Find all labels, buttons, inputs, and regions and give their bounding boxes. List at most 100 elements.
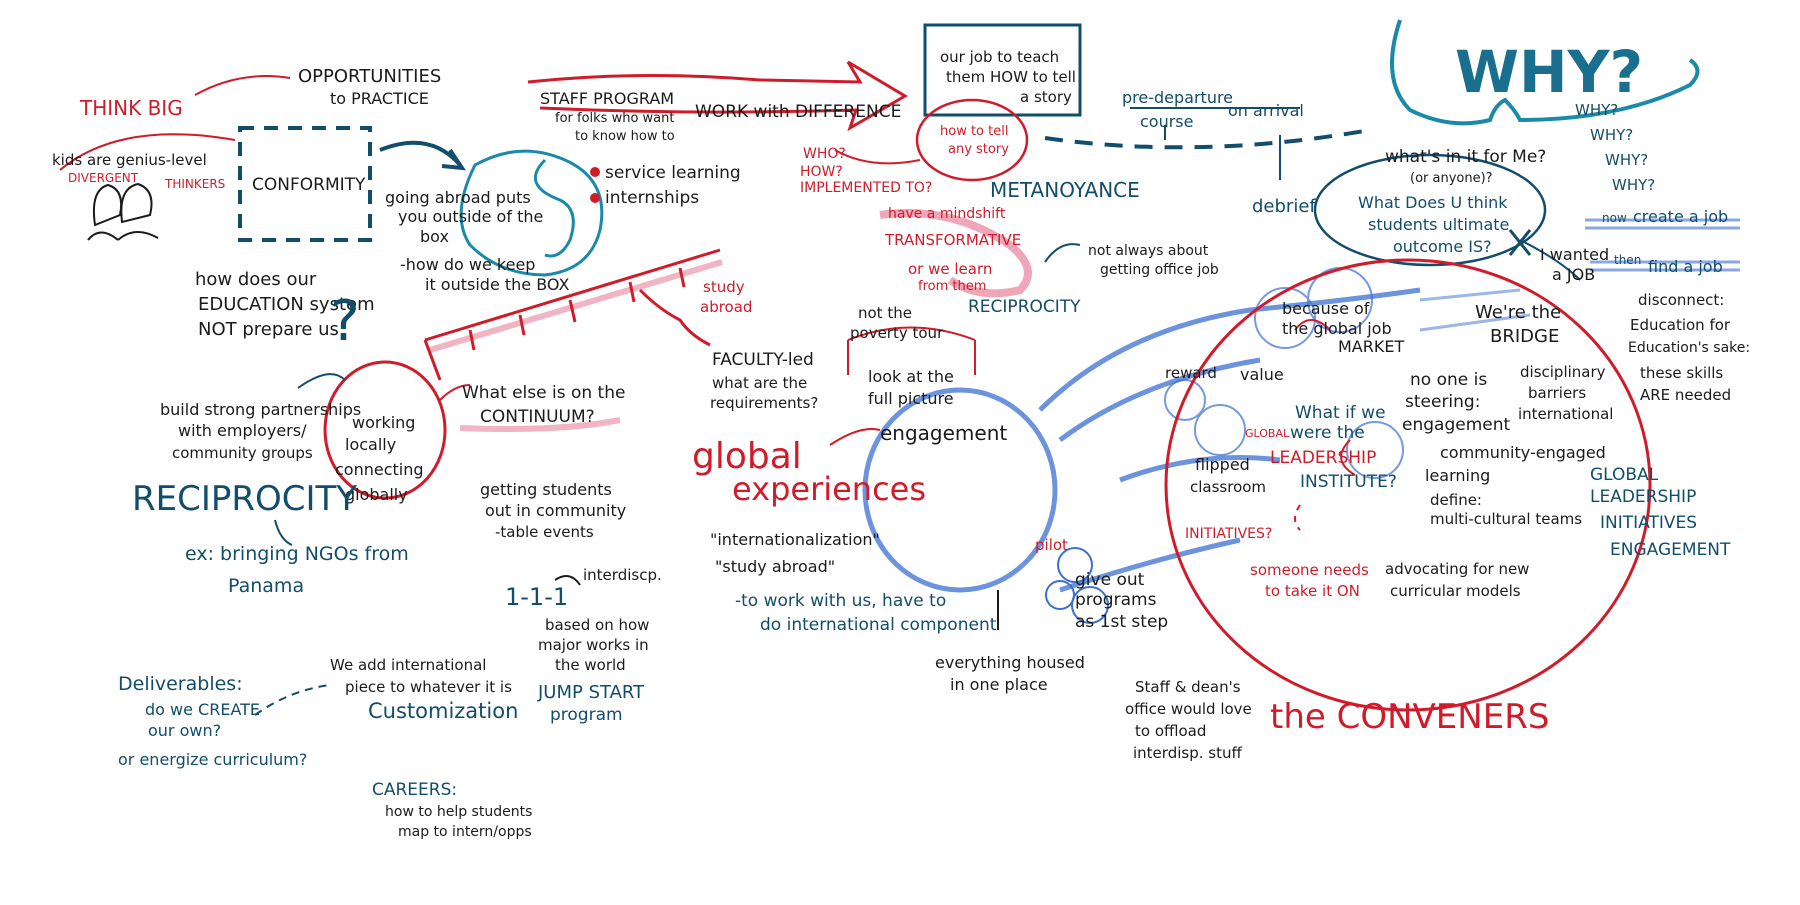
careers-1: CAREERS: (372, 780, 457, 800)
what-if-global: GLOBAL (1245, 427, 1290, 440)
outcome-oval (1313, 153, 1547, 267)
work-with-us-1: -to work with us, have to (735, 591, 946, 611)
abroad-text-4: -how do we keep (400, 255, 535, 274)
based-on-2: major works in (538, 636, 649, 654)
abroad-text-2: you outside of the (398, 207, 543, 226)
find-job-label: find a job (1648, 257, 1723, 276)
kids-label: kids are genius-level (52, 151, 207, 169)
deliverables-2: do we CREATE (145, 700, 260, 719)
working-locally-2: locally (345, 435, 396, 454)
global-experiences-2: experiences (732, 470, 926, 508)
no-one-1: no one is (1410, 370, 1487, 390)
our-job-box (923, 23, 1082, 117)
blue-swirl (862, 287, 1421, 593)
jump-start-1: JUMP START (537, 682, 645, 703)
no-one-2: steering: (1405, 392, 1480, 412)
faculty-requirements-2: requirements? (710, 394, 818, 412)
internships-label: internships (605, 188, 699, 208)
question-mark-icon: ? (330, 289, 360, 354)
initiatives-mark (1294, 504, 1301, 531)
faculty-led-label: FACULTY-led (712, 350, 814, 370)
working-locally-circle (323, 360, 447, 500)
initiatives-label: INITIATIVES? (1185, 526, 1272, 542)
reciprocity-big-label: RECIPROCITY (132, 479, 357, 519)
getting-students-2: out in community (485, 501, 626, 520)
we-add-1: We add international (330, 656, 486, 674)
kids-swoosh (59, 133, 236, 171)
disconnect-1: disconnect: (1638, 291, 1724, 309)
why-small-1: WHY? (1575, 101, 1618, 119)
institute-mark (1340, 439, 1356, 476)
one-one-one-label: 1-1-1 (505, 583, 568, 611)
wanted-job-2: a JOB (1552, 265, 1595, 284)
mindshift-label: have a mindshift (888, 206, 1006, 222)
what-if-4: INSTITUTE? (1300, 472, 1397, 492)
abroad-text-5: it outside the BOX (425, 275, 569, 294)
give-out-1: give out (1075, 570, 1145, 590)
glie-2: LEADERSHIP (1590, 487, 1696, 507)
market-mark (1294, 319, 1331, 331)
outcome-line-2: students ultimate (1368, 215, 1509, 234)
poverty-bracket (847, 326, 976, 341)
disconnect-4: these skills (1640, 364, 1723, 382)
give-out-2: programs (1075, 590, 1157, 610)
working-locally-4: globally (345, 485, 408, 504)
work-with-us-2: do international component (760, 615, 997, 635)
continuum-underline (459, 417, 621, 432)
education-text-3: NOT prepare us (198, 319, 339, 340)
metanoyance-label: METANOYANCE (990, 178, 1140, 202)
not-poverty-1: not the (858, 304, 912, 322)
look-picture-2: full picture (868, 389, 954, 408)
global-market-1: because of (1282, 299, 1370, 318)
not-office-2: getting office job (1100, 262, 1219, 278)
conformity-to-head-arrow (379, 140, 462, 167)
outcome-connector (1519, 239, 1581, 281)
opportunities-label: OPPORTUNITIES (298, 66, 441, 87)
why-small-2: WHY? (1590, 126, 1633, 144)
debrief-label: debrief (1252, 196, 1316, 217)
create-job-label: create a job (1633, 207, 1728, 226)
build-partnerships-3: community groups (172, 444, 313, 462)
everything-2: in one place (950, 675, 1048, 694)
thinkers-label: THINKERS (164, 177, 225, 191)
not-office-1: not always about (1088, 243, 1209, 259)
no-one-3: engagement (1402, 415, 1510, 435)
reciprocity-small-label: RECIPROCITY (968, 297, 1081, 317)
working-locally-3: connecting (335, 460, 424, 479)
staff-dean-4: interdisp. stuff (1133, 744, 1242, 762)
people-heads-icon (87, 182, 159, 241)
implemented-label: IMPLEMENTED TO? (800, 180, 932, 196)
our-job-line-3: a story (1020, 88, 1072, 106)
working-connector (439, 384, 471, 401)
what-if-3: LEADERSHIP (1270, 448, 1376, 468)
disconnect-3: Education's sake: (1628, 340, 1750, 356)
opportunities-label-2: to PRACTICE (330, 89, 429, 108)
community-learning-2: learning (1425, 466, 1490, 485)
advocating-1: advocating for new (1385, 560, 1529, 578)
define-2: multi-cultural teams (1430, 510, 1582, 528)
disconnect-2: Education for (1630, 316, 1731, 334)
bullet-internships (590, 193, 600, 203)
advocating-2: curricular models (1390, 582, 1521, 600)
global-market-3: MARKET (1338, 337, 1404, 356)
look-picture-1: look at the (868, 367, 954, 386)
our-job-line-2: them HOW to tell (946, 68, 1076, 86)
ngo-line-1: ex: bringing NGOs from (185, 543, 409, 565)
in-it-for-me-1: what's in it for Me? (1385, 147, 1546, 167)
disciplinary-2: barriers (1528, 384, 1586, 402)
deliverables-1: Deliverables: (118, 673, 243, 695)
what-if-1: What if we (1295, 403, 1386, 423)
define-1: define: (1430, 491, 1482, 509)
what-if-2: were the (1290, 423, 1365, 443)
study-abroad-label-1: study (703, 278, 745, 296)
interdisc-label: interdiscp. (583, 566, 662, 584)
value-label: value (1240, 365, 1284, 384)
study-abroad-quote: "study abroad" (715, 557, 835, 576)
continuum-line-1: What else is on the (462, 383, 625, 403)
continuum-ruler (423, 248, 723, 381)
cross-mark-icon (1508, 229, 1532, 256)
how-to-tell-circle (915, 98, 1029, 182)
build-partnerships-1: build strong partnerships (160, 400, 361, 419)
someone-1: someone needs (1250, 561, 1369, 579)
